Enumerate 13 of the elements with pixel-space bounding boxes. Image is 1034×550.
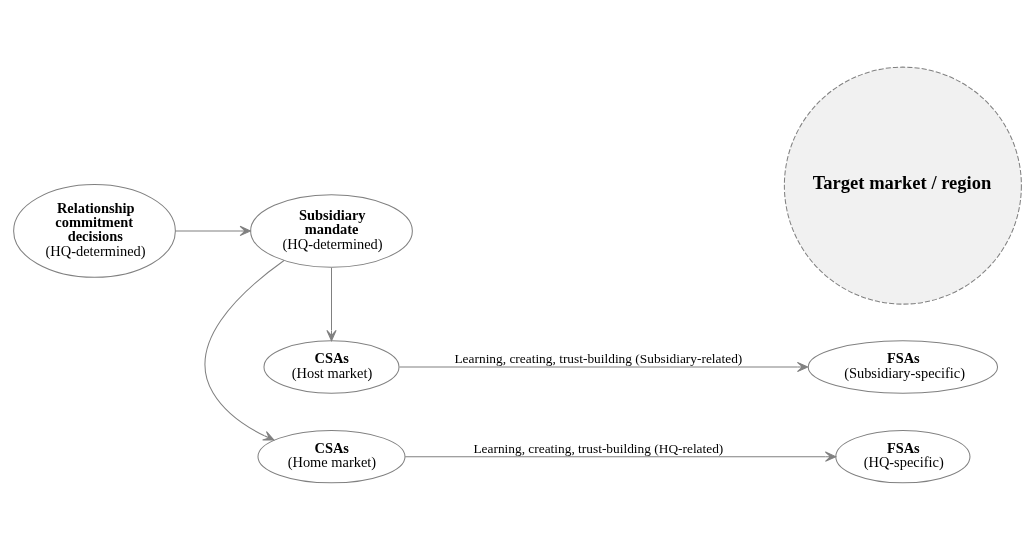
arrow — [398, 361, 808, 373]
node-ellipse: Relationship commitment decisions (HQ-determined) — [12, 184, 176, 278]
node-ellipse: CSAs (Host market) — [262, 340, 400, 394]
arrow — [204, 260, 284, 441]
node-circle: Target market / region — [783, 66, 1022, 305]
edge-label: Learning, creating, trust-building (HQ-related) — [472, 440, 723, 456]
arrow — [404, 451, 836, 462]
edge-label: Learning, creating, trust-building (Subsidiary-related) — [453, 351, 742, 367]
arrow — [325, 267, 337, 342]
node-ellipse: Subsidiary mandate (HQ-determined) — [249, 194, 413, 268]
node-ellipse: FSAs (Subsidiary-specific) — [807, 340, 998, 394]
arrow — [174, 225, 251, 237]
node-ellipse: FSAs (HQ-specific) — [834, 429, 970, 484]
